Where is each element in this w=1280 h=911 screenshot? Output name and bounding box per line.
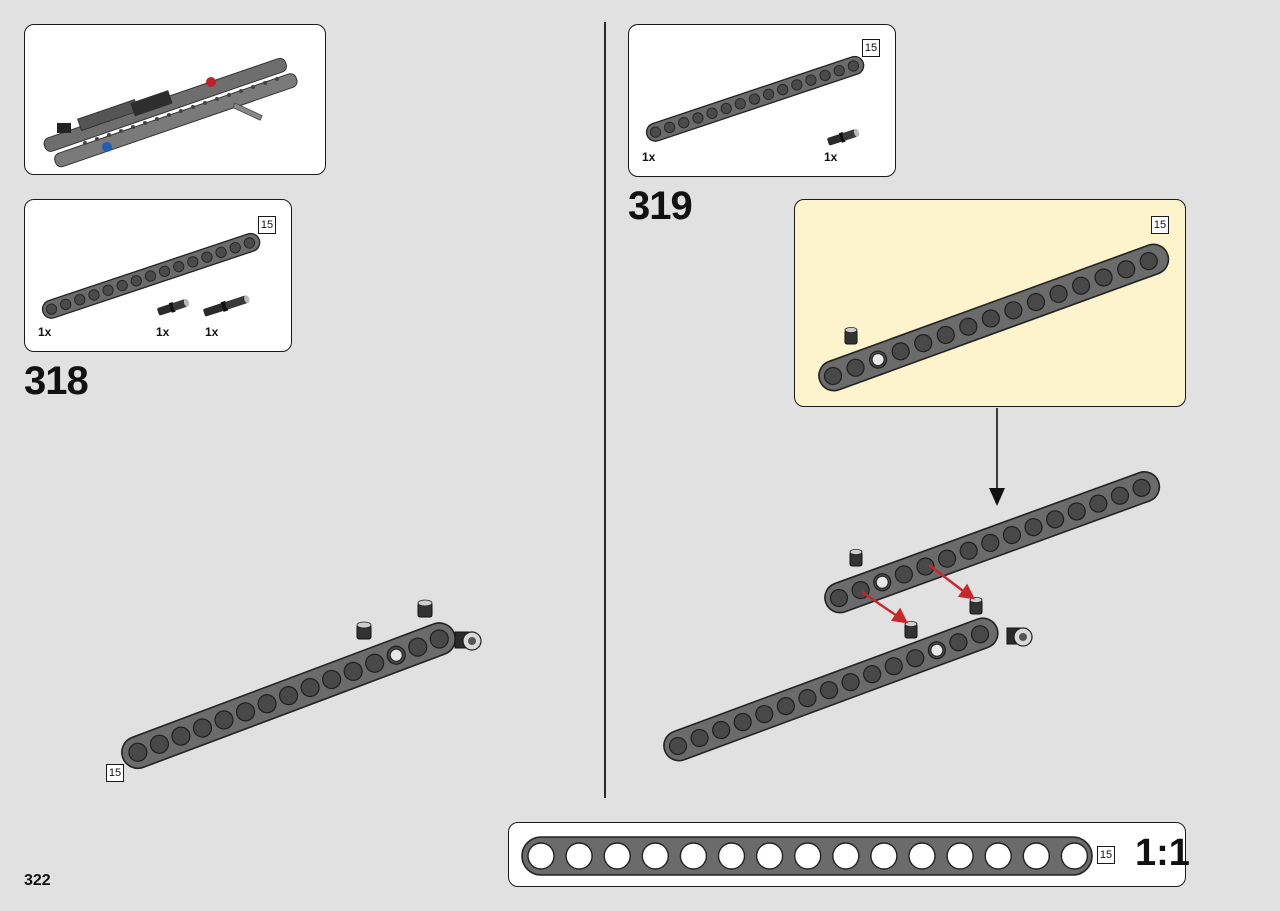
short-pin-quantity: 1x [824,150,838,164]
subassembly-beam-image [818,243,1170,392]
scale-hole [641,842,670,870]
scale-hole [908,842,936,870]
scale-hole [794,842,822,870]
long-pin-quantity: 1x [205,325,219,339]
insertion-arrows [861,564,976,624]
scale-hole [984,842,1012,870]
step-319-parts-list: 15 1x 1x [628,24,896,177]
scale-hole [870,842,898,870]
step-319-number: 319 [628,184,693,228]
beam-1-to-1-scale-image [521,836,1093,876]
scale-ratio-label: 1:1 [1135,832,1190,874]
page-divider [604,22,606,798]
step-319-subassembly-callout: 15 [794,199,1186,407]
scale-hole [565,842,593,870]
scale-hole [755,842,784,870]
short-pin-part-icon [827,128,860,146]
previous-assembly-image [43,57,298,168]
beam-quantity: 1x [38,325,52,339]
page-number: 322 [24,872,51,889]
scale-hole [832,842,860,870]
step-318-beam-length-badge: 15 [106,764,124,782]
scale-hole [717,842,746,870]
step-318-number: 318 [24,359,89,403]
scale-guide-panel: 15 1:1 [508,822,1190,887]
beam-quantity: 1x [642,150,656,164]
short-pin-quantity: 1x [156,325,170,339]
step-318-parts-list: 15 1x 1x 1x [24,199,292,352]
context-panel [24,24,326,175]
scale-hole [946,842,974,870]
long-pin-part-icon [203,295,250,317]
scale-hole [527,842,555,870]
short-pin-part-icon [157,298,190,316]
beam-length-badge: 15 [862,39,880,57]
subassembly-length-badge: 15 [1151,216,1169,234]
beam-15-part-icon [645,55,865,142]
scale-hole [1022,842,1050,870]
scale-hole [1060,842,1089,870]
scale-length-badge: 15 [1097,846,1115,864]
beam-15-part-icon [41,232,261,319]
scale-hole [603,842,631,870]
beam-length-badge: 15 [258,216,276,234]
scale-hole [679,842,708,870]
